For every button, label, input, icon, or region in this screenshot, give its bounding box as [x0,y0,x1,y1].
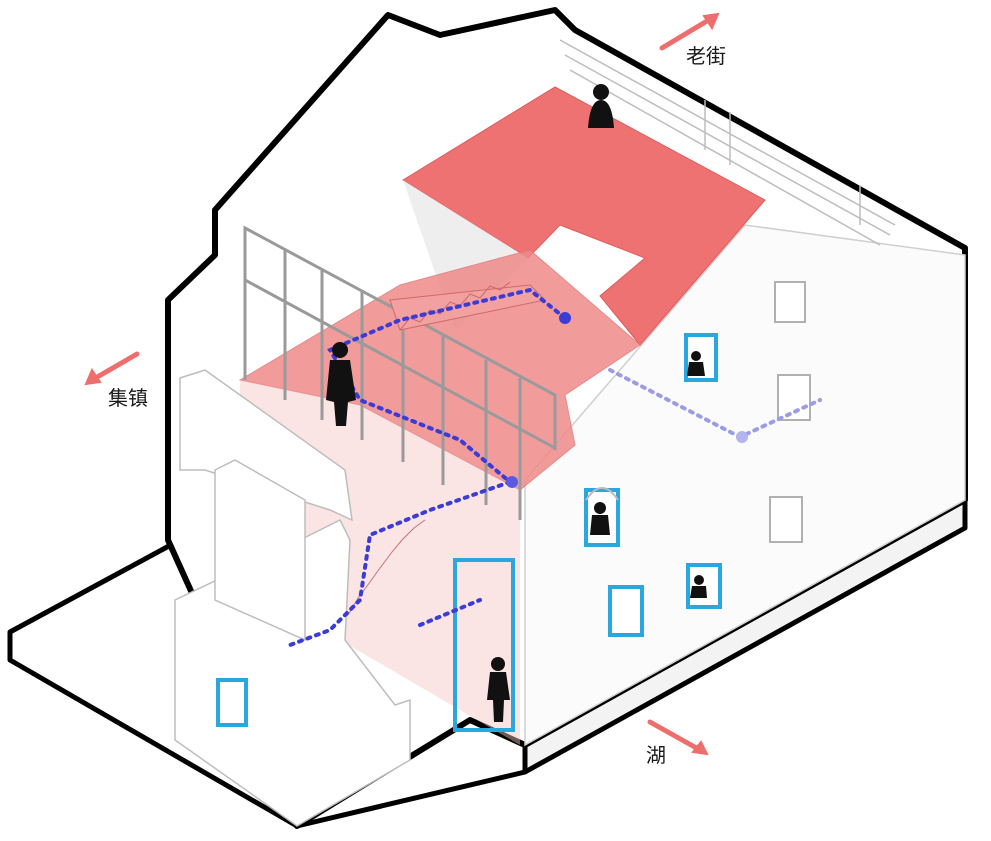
label-town: 集镇 [108,386,148,410]
top-floor-shadow [403,180,528,330]
path-node-middle [506,476,518,488]
left-extension [174,369,411,827]
arrow-town [89,351,140,383]
second-floor-slab [238,249,641,491]
circulation-path [288,287,567,647]
person-ground-door [487,657,510,722]
door-frame [453,558,515,732]
person-rooftop [588,84,614,128]
person-silhouettes [326,84,707,722]
path-node-faded [736,431,748,443]
window-lower-left [608,585,644,637]
label-lake: 湖 [646,743,666,767]
direction-arrows [84,12,720,756]
person-window-arched [590,502,610,535]
person-window-upper [687,351,705,376]
window-extension [216,678,248,727]
label-old-street: 老街 [686,44,726,68]
window-arched-top [585,487,619,501]
glass-frame [243,225,557,520]
path-node-upper [559,312,571,324]
person-standing-glass [326,342,356,426]
roof-gutter [559,39,896,246]
top-floor-slab [402,86,766,346]
arrow-lake [647,719,703,753]
arrow-old-street [659,15,715,51]
person-window-lower [690,575,707,598]
